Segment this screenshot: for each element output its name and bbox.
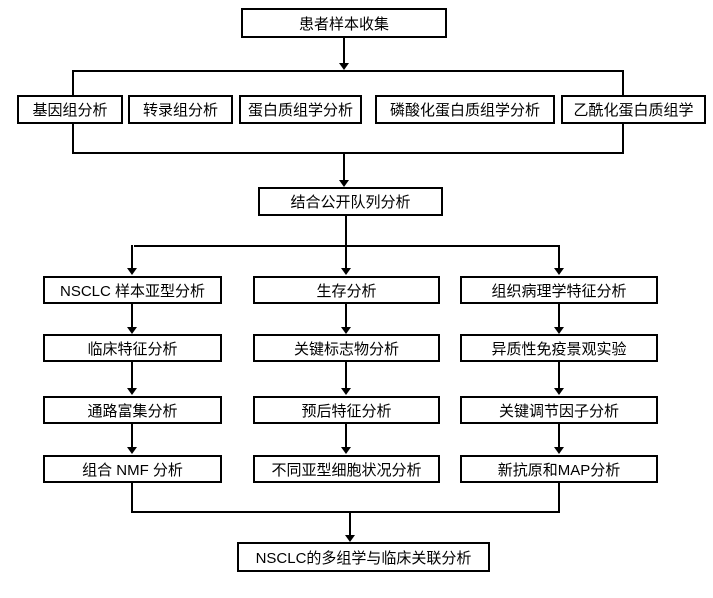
connector-cohort-down [345, 216, 347, 269]
connector-a2-a3 [131, 424, 133, 448]
flow-node-survival-analysis: 生存分析 [253, 276, 440, 304]
arrowhead-b1-b2 [341, 388, 351, 395]
arrowhead-c0-c1 [554, 327, 564, 334]
flow-node-key-markers: 关键标志物分析 [253, 334, 440, 362]
connector-omics-bracket-right-upper [622, 70, 624, 96]
arrowhead-drop-center [341, 268, 351, 275]
flow-node-proteomics: 蛋白质组学分析 [239, 95, 362, 124]
connector-omics-bracket-bottom [72, 152, 624, 154]
arrowhead-drop-right [554, 268, 564, 275]
connector-c0-c1 [558, 304, 560, 328]
flow-node-genomics: 基因组分析 [17, 95, 123, 124]
flow-node-nsclc-subtype: NSCLC 样本亚型分析 [43, 276, 222, 304]
connector-drop-left [131, 245, 133, 269]
connector-to-final [349, 513, 351, 536]
connector-omics-bracket-left-lower [72, 123, 74, 154]
connector-a0-a1 [131, 304, 133, 328]
connector-merge-left [131, 483, 133, 513]
arrowhead-c2-c3 [554, 447, 564, 454]
arrowhead-b2-b3 [341, 447, 351, 454]
connector-patient-down [343, 38, 345, 64]
connector-omics-bracket-right-lower [622, 123, 624, 154]
arrowhead-a2-a3 [127, 447, 137, 454]
connector-a1-a2 [131, 362, 133, 389]
flow-node-phosphoproteomics: 磷酸化蛋白质组学分析 [375, 95, 555, 124]
connector-to-cohort [343, 154, 345, 181]
flow-node-transcriptomics: 转录组分析 [128, 95, 233, 124]
connector-c1-c2 [558, 362, 560, 389]
flow-node-cell-status: 不同亚型细胞状况分析 [253, 455, 440, 483]
flow-node-pathway-enrichment: 通路富集分析 [43, 396, 222, 424]
arrowhead-a0-a1 [127, 327, 137, 334]
connector-c2-c3 [558, 424, 560, 448]
connector-omics-bracket-top [72, 70, 624, 72]
arrowhead-to-final [345, 535, 355, 542]
flow-node-acetylproteomics: 乙酰化蛋白质组学 [561, 95, 706, 124]
flow-node-nmf-analysis: 组合 NMF 分析 [43, 455, 222, 483]
connector-b0-b1 [345, 304, 347, 328]
flow-node-clinical-features: 临床特征分析 [43, 334, 222, 362]
arrowhead-drop-left [127, 268, 137, 275]
arrowhead-c1-c2 [554, 388, 564, 395]
flow-node-multiomics-clinical-association: NSCLC的多组学与临床关联分析 [237, 542, 490, 572]
connector-merge-bar [131, 511, 560, 513]
flow-node-key-regulators: 关键调节因子分析 [460, 396, 658, 424]
connector-omics-bracket-left-upper [72, 70, 74, 96]
flow-node-immune-landscape: 异质性免疫景观实验 [460, 334, 658, 362]
flow-node-neoantigen-map: 新抗原和MAP分析 [460, 455, 658, 483]
flow-node-histopathology: 组织病理学特征分析 [460, 276, 658, 304]
arrowhead-b0-b1 [341, 327, 351, 334]
arrowhead-a1-a2 [127, 388, 137, 395]
connector-b1-b2 [345, 362, 347, 389]
arrowhead-to-cohort [339, 180, 349, 187]
connector-drop-right [558, 245, 560, 269]
flow-node-prognostic-features: 预后特征分析 [253, 396, 440, 424]
connector-three-way-split [134, 245, 560, 247]
connector-b2-b3 [345, 424, 347, 448]
flow-node-public-cohort: 结合公开队列分析 [258, 187, 443, 216]
arrowhead-patient-down [339, 63, 349, 70]
connector-merge-right [558, 483, 560, 513]
flow-node-patient-sample: 患者样本收集 [241, 8, 447, 38]
